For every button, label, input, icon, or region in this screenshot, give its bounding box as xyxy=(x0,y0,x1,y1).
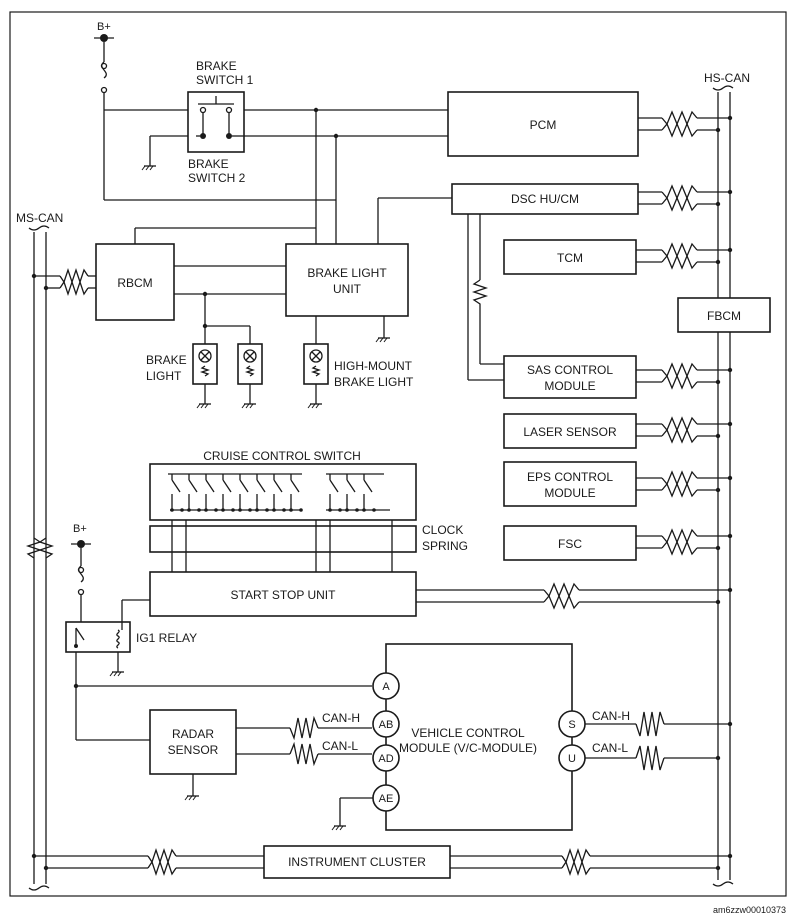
start-stop-unit: START STOP UNIT xyxy=(149,571,417,617)
can-l-left-label: CAN-L xyxy=(322,739,358,753)
ms-can-label: MS-CAN xyxy=(16,211,63,225)
high-mount-label-2: BRAKE LIGHT xyxy=(334,375,414,389)
vcm-label: VEHICLE CONTROL xyxy=(411,726,525,740)
dsc-module: DSC HU/CM xyxy=(451,183,639,215)
brake-light-unit: BRAKE LIGHT UNIT xyxy=(285,243,409,317)
can-l-right-label: CAN-L xyxy=(592,741,628,755)
eps-can-link xyxy=(636,470,733,498)
laser-sensor-module: LASER SENSOR xyxy=(503,413,637,449)
ig1-relay-label: IG1 RELAY xyxy=(136,631,197,645)
rbcm-can-link xyxy=(31,267,96,297)
laser-can-link xyxy=(636,416,733,444)
pin-ab: AB xyxy=(379,719,394,731)
can-h-right-label: CAN-H xyxy=(592,709,630,723)
tcm-label: TCM xyxy=(557,251,583,265)
rbcm-module: RBCM xyxy=(95,243,175,321)
can-h-left-label: CAN-H xyxy=(322,711,360,725)
sas-label-2: MODULE xyxy=(544,379,595,393)
pin-ae: AE xyxy=(379,793,394,805)
cruise-control-switch xyxy=(149,463,417,521)
dsc-can-link xyxy=(638,184,733,212)
dsc-label: DSC HU/CM xyxy=(511,192,579,206)
eps-module: EPS CONTROL MODULE xyxy=(503,461,637,507)
ms-can-bus xyxy=(25,225,55,891)
eps-label: EPS CONTROL xyxy=(527,470,613,484)
dsc-sas-link xyxy=(467,214,504,381)
brake-light-label-2: LIGHT xyxy=(146,369,182,383)
figure-code: am6zzw00010373 xyxy=(713,905,786,915)
hs-can-label: HS-CAN xyxy=(704,71,750,85)
pcm-label: PCM xyxy=(530,118,557,132)
fbcm-label: FBCM xyxy=(707,309,741,323)
pcm-can-link xyxy=(638,110,733,138)
tcm-can-link xyxy=(636,242,733,270)
pcm-module: PCM xyxy=(447,91,639,157)
vcm-label-2: MODULE (V/C-MODULE) xyxy=(399,741,537,755)
vcm-hs-can-link xyxy=(585,711,733,771)
cruise-control-switch-label: CRUISE CONTROL SWITCH xyxy=(203,449,361,463)
fsc-label: FSC xyxy=(558,537,582,551)
tcm-module: TCM xyxy=(503,239,637,275)
brake-switch-2-label: BRAKE xyxy=(188,157,229,171)
pin-ad: AD xyxy=(378,753,393,765)
rbcm-label: RBCM xyxy=(117,276,152,290)
instrument-cluster-can-links xyxy=(31,847,733,877)
brake-light-unit-label: BRAKE LIGHT xyxy=(307,266,387,280)
pin-s: S xyxy=(568,719,575,731)
hs-can-bus xyxy=(712,85,734,887)
battery-supply-top xyxy=(94,34,336,201)
laser-sensor-label: LASER SENSOR xyxy=(523,425,617,439)
cruise-to-start-stop-wires xyxy=(171,520,393,572)
instrument-cluster: INSTRUMENT CLUSTER xyxy=(263,845,451,879)
instrument-cluster-label: INSTRUMENT CLUSTER xyxy=(288,855,426,869)
ig1-relay xyxy=(65,540,372,741)
pin-u: U xyxy=(568,753,576,765)
high-mount-label: HIGH-MOUNT xyxy=(334,359,413,373)
radar-can-link xyxy=(236,715,372,767)
start-stop-can-link xyxy=(416,582,733,610)
brake-switch-2-label-2: SWITCH 2 xyxy=(188,171,246,185)
sas-label: SAS CONTROL xyxy=(527,363,613,377)
eps-label-2: MODULE xyxy=(544,486,595,500)
high-mount-brake-lamp xyxy=(303,316,329,409)
pin-a: A xyxy=(382,681,390,693)
brake-switch-1-label-2: SWITCH 1 xyxy=(196,73,254,87)
brake-switch-1-label: BRAKE xyxy=(196,59,237,73)
radar-label: RADAR xyxy=(172,727,214,741)
clock-spring xyxy=(149,525,417,553)
fbcm-module: FBCM xyxy=(677,297,771,333)
radar-sensor: RADAR SENSOR xyxy=(149,709,237,801)
bplus-top-label: B+ xyxy=(97,21,111,33)
bplus-mid-label: B+ xyxy=(73,523,87,535)
brake-light-lamps xyxy=(192,291,263,409)
radar-label-2: SENSOR xyxy=(168,743,219,757)
outer-frame xyxy=(9,11,787,897)
brake-light-unit-label-2: UNIT xyxy=(333,282,362,296)
clock-spring-label: CLOCK xyxy=(422,523,463,537)
vehicle-control-module: VEHICLE CONTROL MODULE (V/C-MODULE) xyxy=(385,643,573,831)
brake-switch xyxy=(141,91,448,171)
brake-light-label: BRAKE xyxy=(146,353,187,367)
sas-can-link xyxy=(636,362,733,390)
fsc-module: FSC xyxy=(503,525,637,561)
sas-module: SAS CONTROL MODULE xyxy=(503,355,637,399)
fsc-can-link xyxy=(636,528,733,556)
clock-spring-label-2: SPRING xyxy=(422,539,468,553)
start-stop-unit-label: START STOP UNIT xyxy=(231,588,337,602)
